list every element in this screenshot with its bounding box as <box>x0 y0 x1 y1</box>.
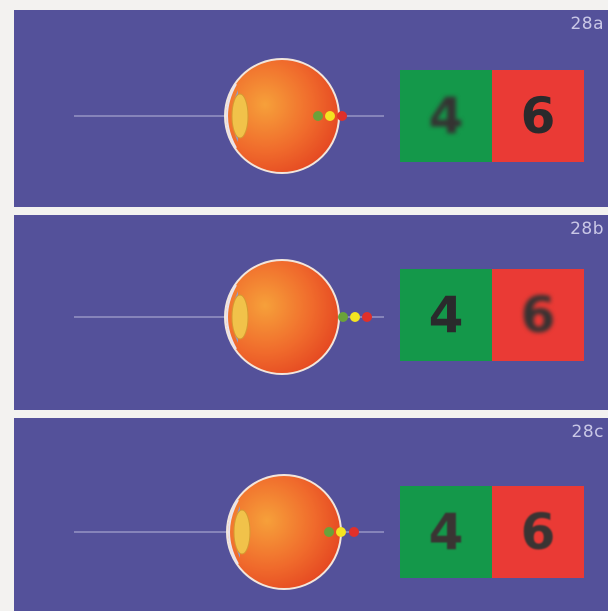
digit-left: 4 <box>429 87 464 145</box>
red-half: 6 <box>492 486 584 578</box>
panel-28a: 28a 4 6 <box>14 10 608 207</box>
panel-label: 28c <box>572 422 604 442</box>
red-half: 6 <box>492 70 584 162</box>
lens <box>232 295 248 339</box>
focus-point-yellow <box>350 312 360 322</box>
focus-point-yellow <box>325 111 335 121</box>
duochrome-chart: 4 6 <box>400 70 584 162</box>
green-half: 4 <box>400 269 492 361</box>
digit-right: 6 <box>521 286 556 344</box>
duochrome-chart: 4 6 <box>400 269 584 361</box>
digit-left: 4 <box>429 286 464 344</box>
digit-right: 6 <box>521 87 556 145</box>
focus-point-red <box>349 527 359 537</box>
digit-right: 6 <box>521 503 556 561</box>
panel-28c: 28c 4 6 <box>14 418 608 611</box>
digit-left: 4 <box>429 503 464 561</box>
duochrome-chart: 4 6 <box>400 486 584 578</box>
lens <box>232 94 248 138</box>
focus-point-red <box>337 111 347 121</box>
red-half: 6 <box>492 269 584 361</box>
focus-point-green <box>324 527 334 537</box>
green-half: 4 <box>400 486 492 578</box>
focus-point-red <box>362 312 372 322</box>
focus-point-yellow <box>336 527 346 537</box>
panel-label: 28a <box>570 14 604 34</box>
focus-point-green <box>313 111 323 121</box>
focus-point-green <box>338 312 348 322</box>
panel-28b: 28b 4 6 <box>14 215 608 410</box>
lens <box>234 510 250 554</box>
panel-label: 28b <box>570 219 604 239</box>
green-half: 4 <box>400 70 492 162</box>
